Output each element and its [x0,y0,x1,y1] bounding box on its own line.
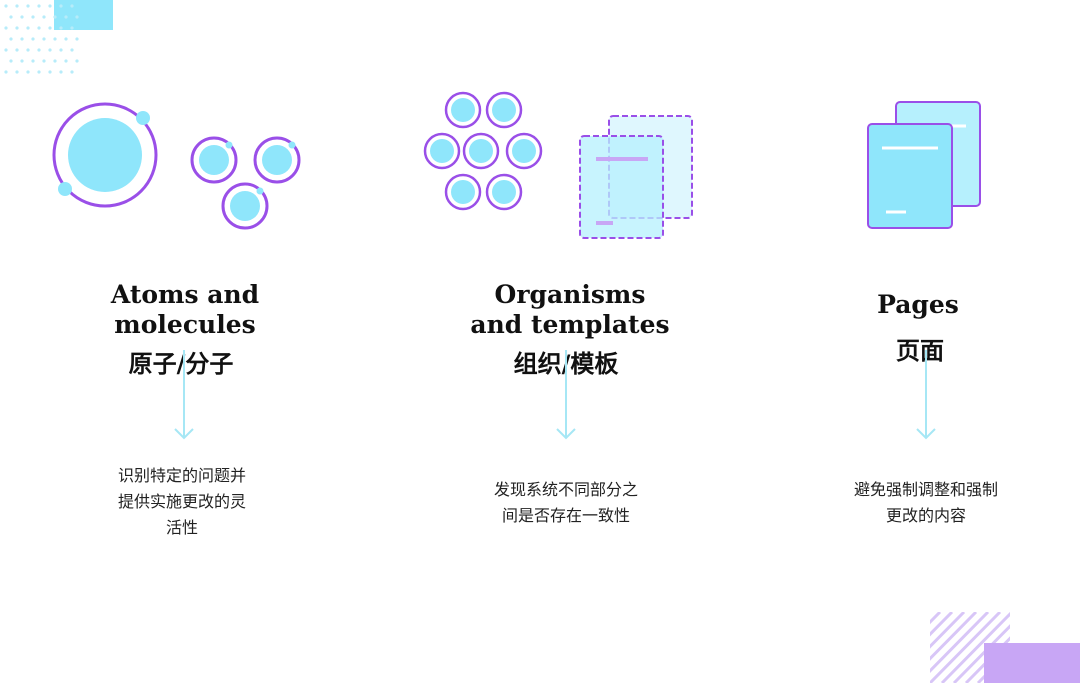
decorative-dot [42,59,46,63]
decorative-dot [64,37,68,41]
decorative-dot [59,4,63,8]
decorative-dot [70,48,74,52]
pages-illustration [867,101,981,229]
decorative-dot [31,15,35,19]
decorative-dot [31,59,35,63]
column-1-title: Atoms and molecules [55,280,315,340]
decorative-dot [64,59,68,63]
decorative-dot [37,26,41,30]
decorative-dot [4,26,8,30]
decorative-dot [15,70,19,74]
column-2-title-line-1: Organisms [494,280,646,309]
decorative-dot [15,48,19,52]
decorative-dot [59,48,63,52]
column-3-description-line-1: 避免强制调整和强制 [853,480,998,499]
decorative-dot [26,26,30,30]
decorative-dot [70,70,74,74]
column-3-subtitle: 页面 [896,337,944,365]
column-3-description-line-2: 更改的内容 [885,506,966,525]
decorative-dot [48,4,52,8]
decorative-rectangle-bottom-right [984,643,1080,683]
decorative-dot [4,48,8,52]
decorative-dot [15,4,19,8]
column-3-title: Pages [788,290,1048,320]
column-1-subtitle: 原子/分子 [128,350,234,378]
decorative-dot [75,37,79,41]
decorative-dot [48,48,52,52]
decorative-dot [48,26,52,30]
column-1-description-line-3: 活性 [165,518,198,537]
column-1-description-line-1: 识别特定的问题并 [117,466,246,485]
decorative-dot [59,70,63,74]
decorative-dot [75,15,79,19]
decorative-dot [37,4,41,8]
decorative-dot [9,59,13,63]
decorative-dot [4,70,8,74]
decorative-dot [4,4,8,8]
decorative-dot [64,15,68,19]
decorative-dot [20,37,24,41]
column-2-description-line-2: 间是否存在一致性 [501,506,630,525]
decorative-rectangle-top-left [54,0,113,30]
column-3-description: 避免强制调整和强制 更改的内容 [836,477,1016,529]
decorative-dot [75,59,79,63]
decorative-dot [53,15,57,19]
decorative-dot [15,26,19,30]
decorative-dot [37,48,41,52]
down-arrow-icon [556,350,576,440]
decorative-dot [70,4,74,8]
decorative-dot [37,70,41,74]
atoms-molecules-illustration [52,102,301,230]
decorative-dot [26,48,30,52]
column-2-description-line-1: 发现系统不同部分之 [493,480,638,499]
decorative-dot-pattern [4,4,79,74]
decorative-dot [53,37,57,41]
decorative-dot [31,37,35,41]
column-2-title-line-2: and templates [470,310,670,339]
decorative-dot [26,4,30,8]
decorative-dot [9,37,13,41]
column-1-description-line-2: 提供实施更改的灵 [117,492,246,511]
column-1-description: 识别特定的问题并 提供实施更改的灵 活性 [92,463,272,541]
decorative-dot [42,37,46,41]
decorative-dot [59,26,63,30]
column-1-title-line-1: Atoms and [110,280,260,309]
decorative-dot [20,15,24,19]
decorative-dot [26,70,30,74]
down-arrow-icon [916,350,936,440]
down-arrow-icon [174,350,194,440]
column-1-title-line-2: molecules [114,310,256,339]
decorative-dot [48,70,52,74]
decorative-dot [20,59,24,63]
column-2-description: 发现系统不同部分之 间是否存在一致性 [476,477,656,529]
column-3-title-line-1: Pages [877,290,959,319]
decorative-dot [9,15,13,19]
organisms-templates-illustration [423,91,693,239]
decorative-dot [42,15,46,19]
decorative-dot [70,26,74,30]
column-2-title: Organisms and templates [440,280,700,340]
decorative-dot [53,59,57,63]
